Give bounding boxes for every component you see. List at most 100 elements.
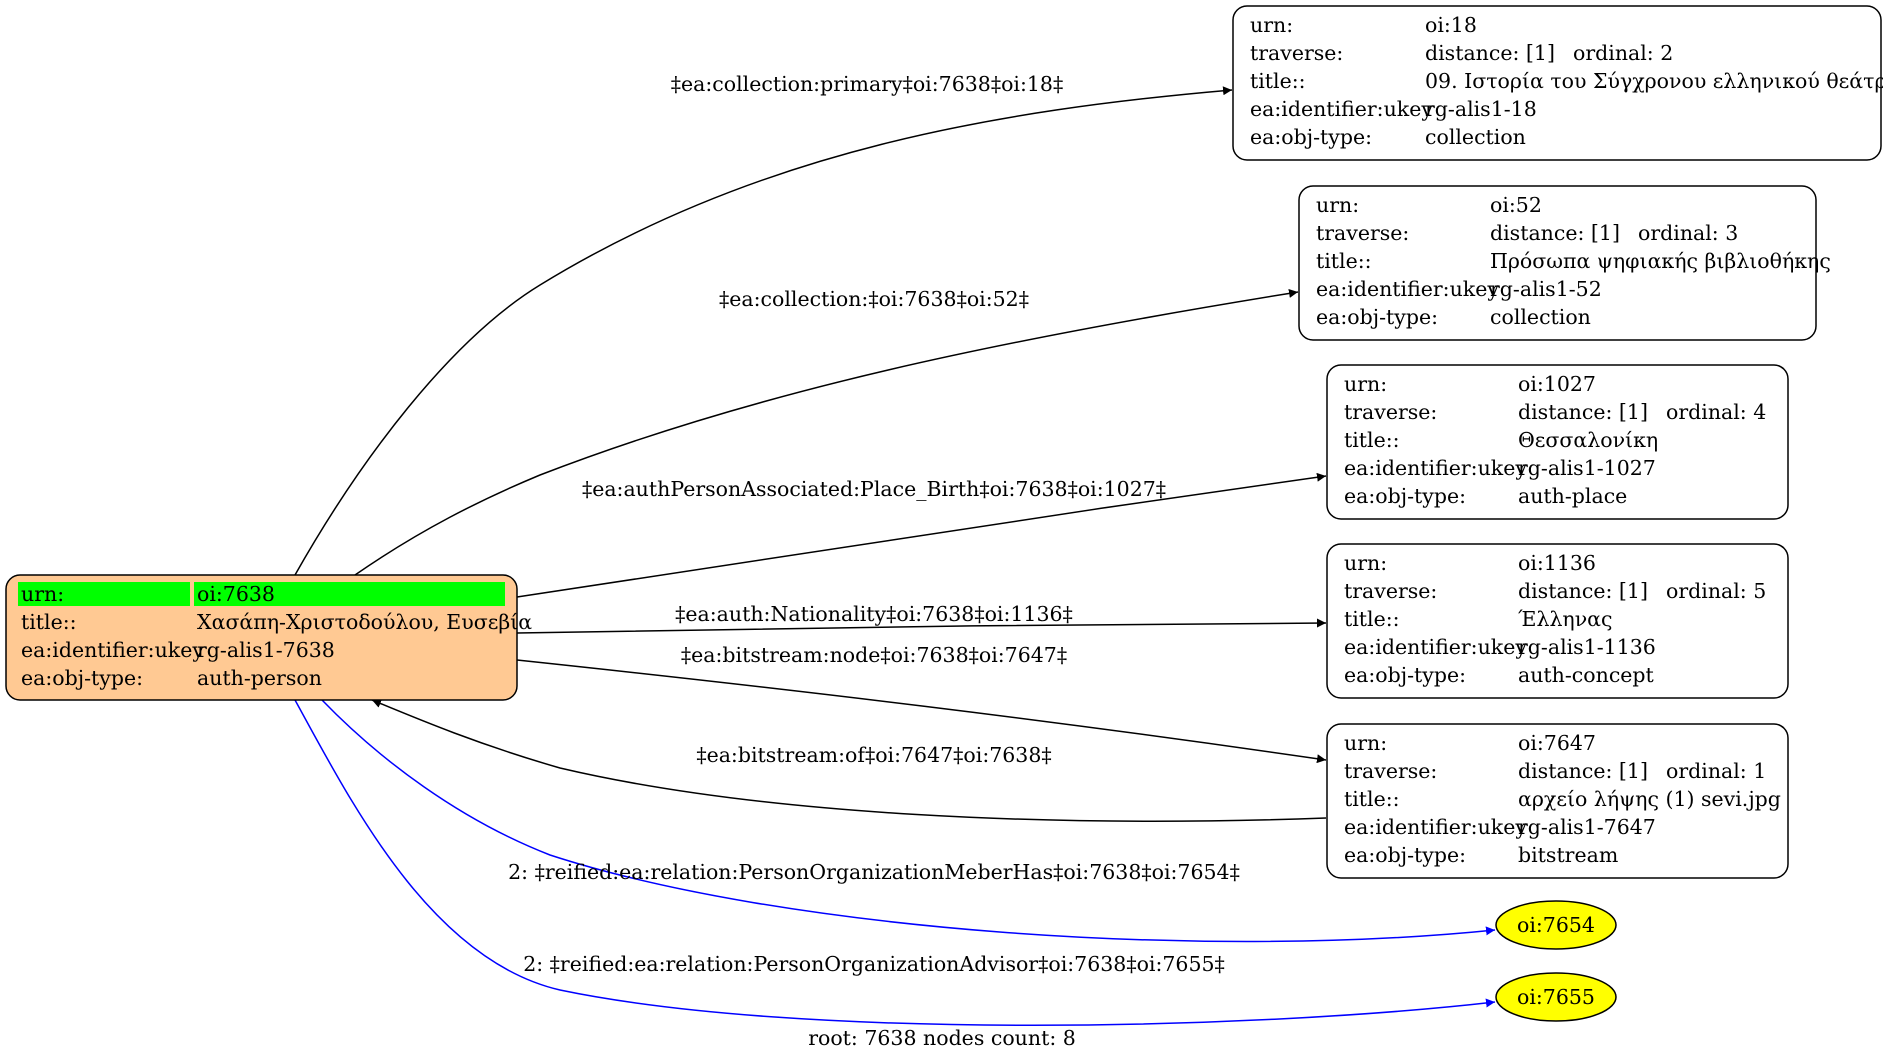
root-ukey-value: rg-alis1-7638 — [197, 638, 335, 662]
edge-collection[interactable] — [354, 288, 1299, 576]
node-type-value: bitstream — [1518, 843, 1618, 867]
node-distance: distance: [1] — [1490, 221, 1620, 245]
node-title-value: Θεσσαλονίκη — [1518, 428, 1658, 452]
node-urn-value: oi:7647 — [1518, 731, 1596, 755]
node-title-value: Έλληνας — [1518, 607, 1613, 631]
edge-collection-primary[interactable] — [294, 86, 1233, 576]
node-title-value: 09. Ιστορία του Σύγχρονου ελληνικού θεάτ… — [1425, 69, 1883, 93]
node-title-key: title:: — [1316, 249, 1372, 273]
node-type-key: ea:obj-type: — [1316, 305, 1438, 329]
edge-label: ‡ea:bitstream:node‡oi:7638‡oi:7647‡ — [681, 643, 1067, 667]
node-title-key: title:: — [1344, 428, 1400, 452]
node-title-key: title:: — [1250, 69, 1306, 93]
node-traverse-key: traverse: — [1344, 400, 1437, 424]
edges — [294, 86, 1496, 1026]
node-type-key: ea:obj-type: — [1344, 484, 1466, 508]
node-urn-value: oi:52 — [1490, 193, 1542, 217]
node-urn-value: oi:1136 — [1518, 551, 1596, 575]
node-place-1027[interactable]: urn: oi:1027 traverse: distance: [1] ord… — [1326, 364, 1789, 520]
node-distance: distance: [1] — [1518, 400, 1648, 424]
node-concept-1136[interactable]: urn: oi:1136 traverse: distance: [1] ord… — [1326, 543, 1789, 699]
node-ordinal: ordinal: 2 — [1573, 41, 1673, 65]
node-ordinal: ordinal: 4 — [1666, 400, 1766, 424]
edge-label: ‡ea:collection:primary‡oi:7638‡oi:18‡ — [671, 72, 1063, 96]
node-traverse-key: traverse: — [1250, 41, 1343, 65]
node-type-value: auth-concept — [1518, 663, 1655, 687]
node-distance: distance: [1] — [1518, 579, 1648, 603]
node-box — [1326, 723, 1789, 879]
node-ukey-key: ea:identifier:ukey — [1316, 277, 1499, 301]
node-type-value: collection — [1425, 125, 1526, 149]
node-title-value: Πρόσωπα ψηφιακής βιβλιοθήκης — [1490, 249, 1831, 273]
node-type-key: ea:obj-type: — [1344, 843, 1466, 867]
root-node-box — [5, 574, 518, 701]
node-collection-18[interactable]: urn: oi:18 traverse: distance: [1] ordin… — [1232, 5, 1883, 161]
node-ukey-key: ea:identifier:ukey — [1344, 815, 1527, 839]
node-type-value: collection — [1490, 305, 1591, 329]
root-urn-key-highlight — [18, 582, 190, 606]
root-urn-value-highlight — [194, 582, 505, 606]
edge-labels: ‡ea:collection:primary‡oi:7638‡oi:18‡ ‡e… — [508, 72, 1240, 976]
node-traverse-key: traverse: — [1316, 221, 1409, 245]
node-urn-key: urn: — [1316, 193, 1359, 217]
graph-footer: root: 7638 nodes count: 8 — [808, 1026, 1076, 1050]
node-box — [1298, 185, 1817, 341]
node-urn-key: urn: — [1344, 372, 1387, 396]
edge-label: ‡ea:auth:Nationality‡oi:7638‡oi:1136‡ — [675, 602, 1073, 626]
node-ukey-value: rg-alis1-7647 — [1518, 815, 1656, 839]
node-bitstream-7647[interactable]: urn: oi:7647 traverse: distance: [1] ord… — [1326, 723, 1789, 879]
node-ukey-key: ea:identifier:ukey — [1344, 635, 1527, 659]
root-urn-value: oi:7638 — [197, 582, 275, 606]
edge-bitstream-node[interactable] — [516, 659, 1327, 764]
root-node[interactable]: urn: oi:7638 title:: Χασάπη-Χριστοδούλου… — [5, 574, 532, 701]
node-urn-key: urn: — [1344, 731, 1387, 755]
edge-label: ‡ea:bitstream:of‡oi:7647‡oi:7638‡ — [696, 743, 1051, 767]
node-title-key: title:: — [1344, 787, 1400, 811]
node-type-key: ea:obj-type: — [1250, 125, 1372, 149]
edge-member-has[interactable] — [321, 699, 1496, 943]
node-ukey-key: ea:identifier:ukey — [1250, 97, 1433, 121]
node-traverse-key: traverse: — [1344, 579, 1437, 603]
node-ukey-key: ea:identifier:ukey — [1344, 456, 1527, 480]
node-ukey-value: rg-alis1-52 — [1490, 277, 1602, 301]
node-collection-52[interactable]: urn: oi:52 traverse: distance: [1] ordin… — [1298, 185, 1831, 341]
edge-bitstream-of[interactable] — [371, 699, 1327, 822]
node-ukey-value: rg-alis1-1027 — [1518, 456, 1656, 480]
ellipse-shape — [1495, 972, 1617, 1022]
ellipse-node-7654[interactable]: oi:7654 — [1495, 900, 1617, 950]
ellipse-shape — [1495, 900, 1617, 950]
edge-label: ‡ea:collection:‡oi:7638‡oi:52‡ — [719, 287, 1029, 311]
node-type-key: ea:obj-type: — [1344, 663, 1466, 687]
node-urn-key: urn: — [1250, 13, 1293, 37]
ellipse-label: oi:7655 — [1517, 985, 1595, 1009]
node-ukey-value: rg-alis1-18 — [1425, 97, 1537, 121]
node-urn-key: urn: — [1344, 551, 1387, 575]
node-ordinal: ordinal: 1 — [1666, 759, 1766, 783]
node-box — [1326, 364, 1789, 520]
node-type-value: auth-place — [1518, 484, 1627, 508]
root-ukey-key: ea:identifier:ukey — [21, 638, 204, 662]
edge-label: 2: ‡reified:ea:relation:PersonOrganizati… — [508, 860, 1240, 884]
node-title-value: αρχείο λήψης (1) sevi.jpg — [1518, 787, 1781, 811]
root-title-value: Χασάπη-Χριστοδούλου, Ευσεβία — [197, 610, 532, 634]
node-traverse-key: traverse: — [1344, 759, 1437, 783]
node-urn-value: oi:1027 — [1518, 372, 1596, 396]
node-distance: distance: [1] — [1425, 41, 1555, 65]
node-box — [1232, 5, 1882, 161]
root-title-key: title:: — [21, 610, 77, 634]
node-ordinal: ordinal: 3 — [1638, 221, 1738, 245]
ellipse-node-7655[interactable]: oi:7655 — [1495, 972, 1617, 1022]
root-type-value: auth-person — [197, 666, 322, 690]
node-box — [1326, 543, 1789, 699]
node-ukey-value: rg-alis1-1136 — [1518, 635, 1656, 659]
node-distance: distance: [1] — [1518, 759, 1648, 783]
root-urn-key: urn: — [21, 582, 64, 606]
edge-label: 2: ‡reified:ea:relation:PersonOrganizati… — [523, 952, 1225, 976]
node-urn-value: oi:18 — [1425, 13, 1477, 37]
ellipse-label: oi:7654 — [1517, 913, 1595, 937]
root-type-key: ea:obj-type: — [21, 666, 143, 690]
node-title-key: title:: — [1344, 607, 1400, 631]
edge-nationality[interactable] — [516, 618, 1327, 634]
edge-advisor[interactable] — [294, 699, 1496, 1026]
